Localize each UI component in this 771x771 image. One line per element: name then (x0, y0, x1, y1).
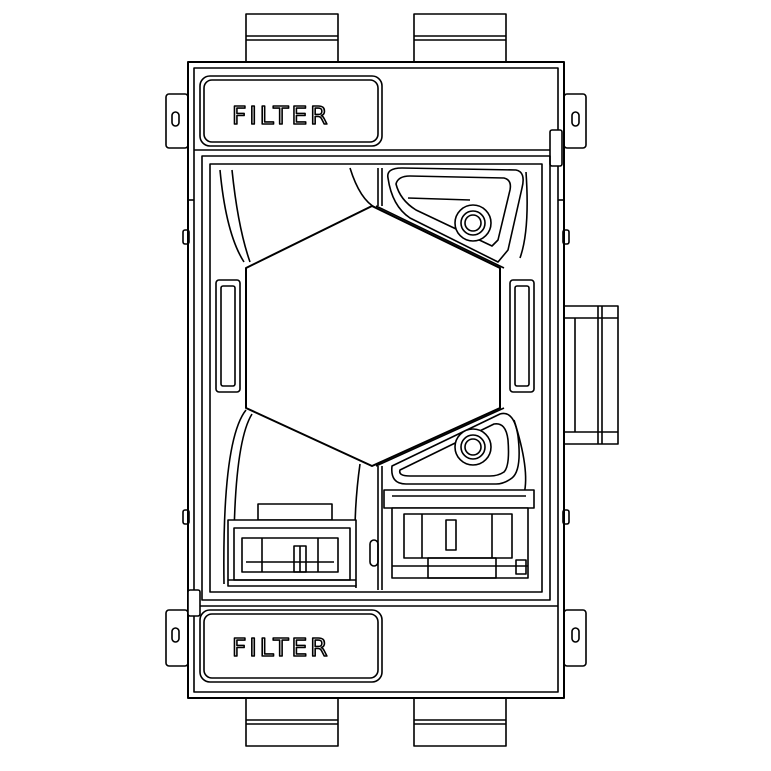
top-filter-slot (199, 75, 383, 147)
mounting-bracket-bottom-right (563, 609, 587, 667)
heat-recovery-core (245, 205, 501, 467)
top-left-duct-collar (245, 13, 339, 63)
air-channel-top-left (231, 169, 251, 263)
mounting-bracket-top-right (563, 93, 587, 149)
top-right-duct-collar (413, 13, 507, 63)
air-channel-bottom-left (223, 409, 247, 585)
top-filter-compartment: FILTER (194, 75, 563, 167)
bottom-filter-slot (199, 609, 383, 683)
housing-inner-outline (193, 67, 559, 693)
bottom-filter-compartment: FILTER (187, 589, 558, 683)
connector-port (369, 539, 379, 567)
bottom-left-fan-assembly (227, 503, 357, 587)
mounting-bracket-bottom-left (165, 609, 189, 667)
bottom-filter-label: FILTER (232, 633, 331, 662)
latch (549, 129, 563, 167)
side-duct-port (561, 305, 619, 445)
housing-bolts (182, 199, 570, 525)
bottom-left-duct-collar (245, 697, 339, 747)
bottom-blower-motor (390, 412, 527, 495)
mounting-bracket-top-left (165, 93, 189, 149)
right-core-handle (509, 279, 535, 393)
latch (187, 589, 201, 617)
left-core-handle (215, 279, 241, 393)
core-chamber (201, 155, 551, 601)
bottom-right-duct-collar (413, 697, 507, 747)
top-blower-motor (386, 167, 528, 263)
top-filter-label: FILTER (232, 101, 331, 130)
bottom-right-fan-assembly (383, 489, 535, 579)
